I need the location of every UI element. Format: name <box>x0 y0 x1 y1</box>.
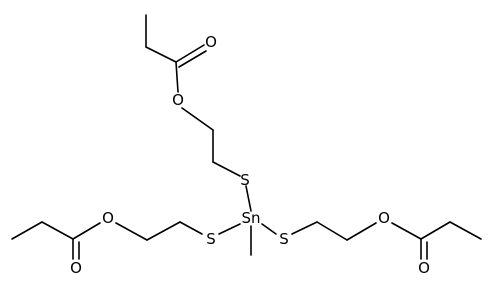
oxygen-top-ether-label: O <box>172 91 184 109</box>
bond-c-o-double-top-2 <box>178 50 207 68</box>
oxygen-top-carbonyl-label: O <box>205 33 217 51</box>
oxygen-left-carbonyl-label: O <box>70 259 82 277</box>
bond-c-o-double-top-1 <box>175 44 205 63</box>
top-branch-bonds <box>145 14 252 212</box>
bond-ch2-ch2-right <box>316 221 348 241</box>
bond-s-right-ch2 <box>291 221 318 235</box>
sulfur-right-label: S <box>279 230 289 248</box>
bond-o-c-top <box>175 61 179 93</box>
bond-c-ch2-left <box>41 221 74 240</box>
oxygen-right-ether-label: O <box>378 209 390 227</box>
bond-sn-s-left <box>218 223 241 235</box>
sulfur-left-label: S <box>206 230 216 248</box>
bond-s-left-ch2 <box>179 221 203 235</box>
bond-ch2-ch2-left <box>146 221 181 241</box>
oxygen-left-ether-label: O <box>102 209 114 227</box>
left-branch-bonds <box>11 221 241 260</box>
right-branch-bonds <box>261 221 482 260</box>
atom-labels: Sn S S S O O O O O O <box>70 33 430 277</box>
bond-ch2-o-left <box>115 222 148 241</box>
bond-s-top-ch2 <box>212 161 241 177</box>
sulfur-top-label: S <box>240 171 250 189</box>
bond-sn-s-top <box>245 185 252 212</box>
bond-ch2-ch3-right <box>449 221 482 240</box>
bond-sn-s-right <box>261 223 277 235</box>
bond-ch2-o-top <box>181 107 214 131</box>
tin-atom-label: Sn <box>241 209 260 227</box>
bond-o-c-right <box>391 222 422 240</box>
bond-c-ch2-right <box>420 221 451 240</box>
bond-c-ch2-top <box>145 46 177 63</box>
bond-ch2-ch3-left <box>11 221 43 240</box>
bond-o-c-left <box>72 222 101 240</box>
bond-ch2-o-right <box>346 222 377 241</box>
oxygen-right-carbonyl-label: O <box>418 259 430 277</box>
